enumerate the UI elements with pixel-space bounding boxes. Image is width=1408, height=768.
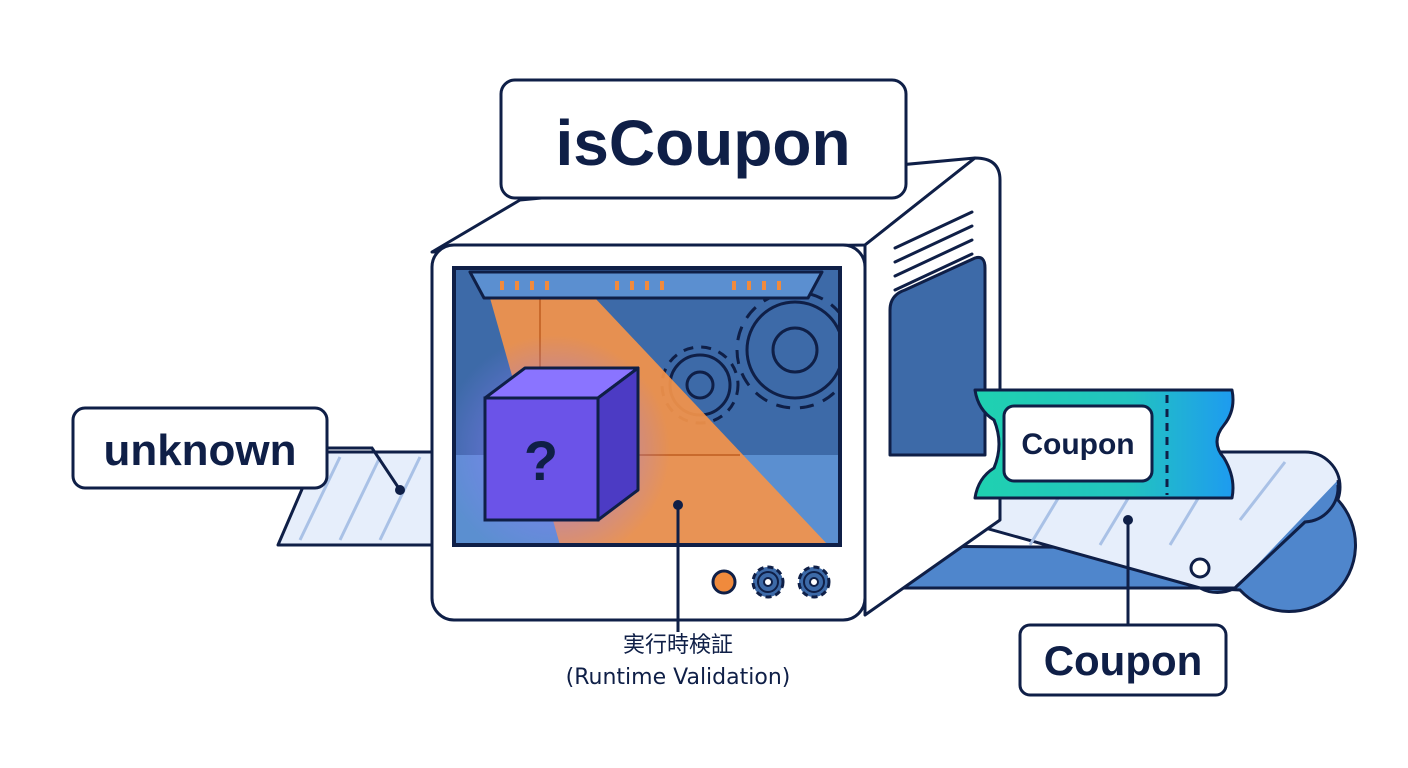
input-type: unknown — [103, 426, 296, 475]
vent-grille — [893, 210, 974, 292]
gear-icon — [751, 565, 785, 599]
scanner-leds — [500, 281, 781, 290]
ticket-text: Coupon — [1021, 428, 1134, 461]
ticket-icon: Coupon — [973, 388, 1235, 500]
gear-icon — [797, 565, 831, 599]
output-type-label: Coupon — [1018, 515, 1228, 697]
indicator-light-icon — [711, 569, 737, 595]
validation-label-en: (Runtime Validation) — [566, 665, 791, 690]
roller-icon — [1189, 557, 1211, 579]
validation-callout: 実行時検証 (Runtime Validation) — [566, 500, 791, 690]
input-type-label: unknown — [71, 406, 405, 495]
question-mark-icon: ? — [524, 429, 558, 492]
validation-label-jp: 実行時検証 — [623, 633, 733, 658]
mystery-box: ? — [483, 366, 640, 522]
validation-machine: ? — [430, 156, 1002, 622]
output-type: Coupon — [1044, 637, 1203, 684]
scanner-window: ? — [452, 266, 842, 547]
function-name-label: isCoupon — [499, 78, 908, 200]
function-name: isCoupon — [555, 107, 850, 179]
